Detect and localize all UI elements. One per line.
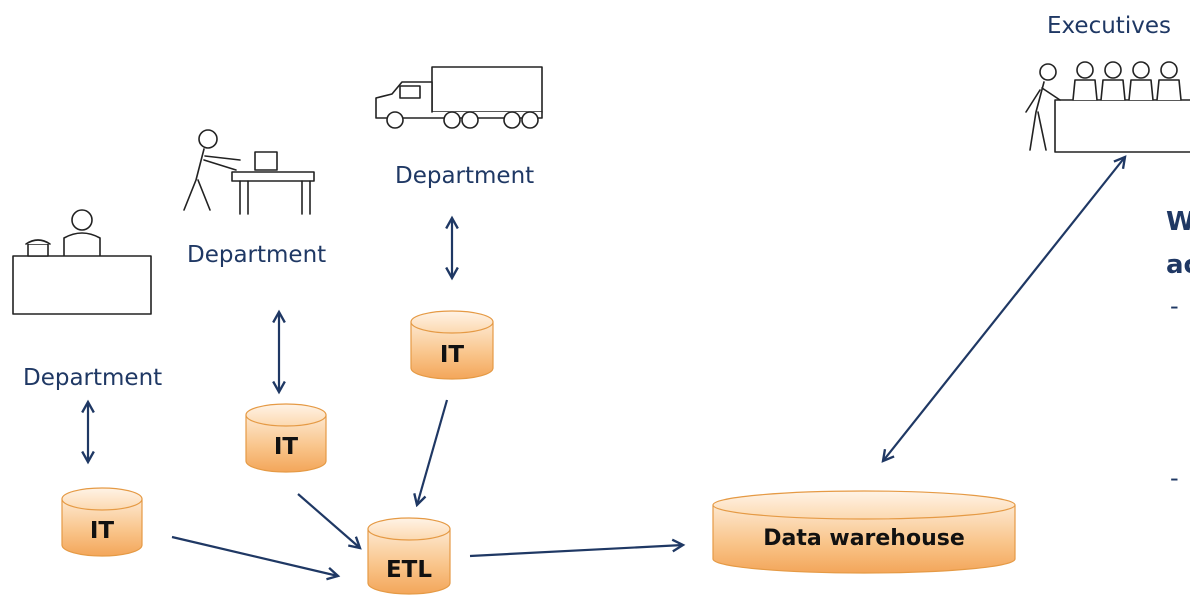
side-heading-line2: ac — [1166, 250, 1190, 280]
it-label-left: IT — [90, 518, 115, 544]
side-heading-line1: W — [1166, 207, 1190, 237]
arrow-etl-warehouse — [469, 545, 683, 558]
side-bullet-1: - — [1170, 292, 1179, 320]
connector-arrows — [88, 157, 1125, 576]
arrow-warehouse-executives — [883, 157, 1125, 461]
arrow-it-top-etl — [417, 399, 449, 505]
desk-worker-icon — [12, 209, 152, 315]
worker-icon — [183, 129, 315, 215]
it-cylinder-left: IT — [61, 487, 143, 557]
truck-icon — [375, 66, 543, 129]
department-label-truck: Department — [395, 163, 534, 189]
department-label-worker: Department — [187, 242, 326, 268]
department-label-desk: Department — [23, 365, 162, 391]
it-cylinder-top: IT — [410, 310, 494, 380]
it-cylinder-mid: IT — [245, 403, 327, 473]
side-bullet-2: - — [1170, 464, 1179, 492]
data-warehouse-label: Data warehouse — [763, 526, 965, 551]
arrow-it-left-etl — [171, 535, 338, 576]
arrow-it-mid-etl — [297, 493, 360, 548]
etl-cylinder: ETL — [367, 517, 451, 595]
executives-illustration — [1025, 61, 1190, 153]
executives-label: Executives — [1047, 13, 1171, 39]
etl-label: ETL — [386, 557, 432, 583]
it-label-top: IT — [440, 342, 465, 368]
data-warehouse-cylinder: Data warehouse — [712, 490, 1016, 574]
it-label-mid: IT — [274, 434, 299, 460]
